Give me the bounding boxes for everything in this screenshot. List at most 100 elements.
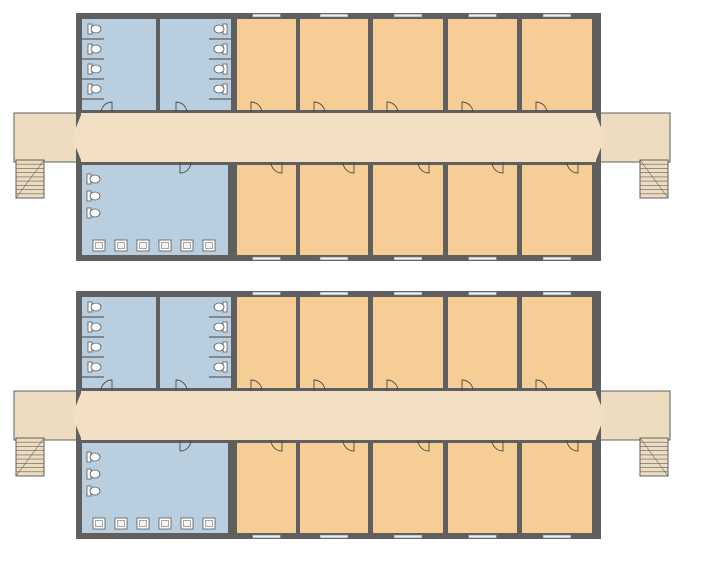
toilet-icon (87, 341, 102, 353)
sink-bowl (117, 242, 125, 249)
toilet-icon (87, 63, 102, 75)
window-icon (319, 13, 349, 18)
door-swing-icon (100, 101, 113, 114)
corridor-east-opening (596, 115, 605, 160)
toilet-bowl (90, 24, 102, 34)
door-leaf (175, 379, 188, 392)
stair-rail (639, 437, 669, 477)
window-icon (252, 13, 281, 18)
office-room-top (237, 19, 296, 110)
corridor-bend (224, 393, 232, 438)
door-swing-icon (250, 379, 263, 392)
sink-bowl (139, 242, 147, 249)
stairs-icon (639, 437, 669, 477)
door-leaf (313, 101, 326, 114)
office-room-bottom (522, 443, 592, 533)
sink-icon (114, 517, 128, 530)
door-leaf (342, 161, 355, 174)
corridor-west-opening (72, 115, 81, 160)
toilet-icon (87, 83, 102, 95)
door-leaf (535, 101, 548, 114)
toilet-bowl (213, 24, 225, 34)
door-swing-icon (461, 379, 474, 392)
door-leaf (250, 101, 263, 114)
window-icon (393, 256, 423, 261)
sink-icon (202, 517, 216, 530)
sink-icon (158, 239, 172, 252)
sink-bowl (183, 520, 191, 527)
sink-icon (180, 517, 194, 530)
window-icon (542, 256, 572, 261)
door-leaf (175, 101, 188, 114)
door-swing-icon (535, 379, 548, 392)
office-room-bottom (373, 443, 443, 533)
door-swing-icon (417, 439, 430, 452)
sink-icon (114, 239, 128, 252)
office-room-top (448, 297, 517, 388)
window-icon (468, 534, 497, 539)
door-leaf (461, 101, 474, 114)
sink-bowl (95, 242, 103, 249)
window-icon (542, 13, 572, 18)
sink-icon (202, 239, 216, 252)
stair-rail (15, 437, 45, 477)
sink-bowl (183, 242, 191, 249)
window-icon (252, 291, 281, 296)
door-swing-icon (250, 101, 263, 114)
toilet-icon (86, 207, 101, 219)
west-porch (13, 390, 79, 441)
door-leaf (270, 161, 283, 174)
office-room-top (237, 297, 296, 388)
window-icon (319, 291, 349, 296)
sink-bowl (161, 520, 169, 527)
window-icon (468, 291, 497, 296)
office-room-top (522, 19, 592, 110)
toilet-icon (213, 43, 228, 55)
office-room-bottom (373, 165, 443, 255)
door-swing-icon (386, 379, 399, 392)
door-swing-icon (313, 379, 326, 392)
door-swing-icon (491, 439, 504, 452)
door-leaf (566, 161, 579, 174)
toilet-icon (86, 468, 101, 480)
restroom-right (160, 19, 231, 110)
office-room-bottom (237, 443, 296, 533)
window-icon (393, 534, 423, 539)
door-swing-icon (491, 161, 504, 174)
toilet-icon (87, 301, 102, 313)
door-leaf (250, 379, 263, 392)
toilet-bowl (89, 208, 101, 218)
restroom-left (82, 297, 156, 388)
toilet-icon (213, 63, 228, 75)
door-swing-icon (417, 161, 430, 174)
office-room-bottom (522, 165, 592, 255)
office-room-top (373, 19, 443, 110)
toilet-bowl (89, 191, 101, 201)
toilet-bowl (213, 84, 225, 94)
toilet-icon (86, 485, 101, 497)
toilet-bowl (90, 44, 102, 54)
door-leaf (386, 101, 399, 114)
toilet-icon (86, 190, 101, 202)
toilet-bowl (213, 44, 225, 54)
toilet-bowl (90, 84, 102, 94)
window-icon (542, 291, 572, 296)
office-room-bottom (300, 165, 368, 255)
restroom-left (82, 19, 156, 110)
door-leaf (417, 439, 430, 452)
window-icon (468, 256, 497, 261)
toilet-bowl (213, 362, 225, 372)
office-room-bottom (448, 443, 517, 533)
door-swing-icon (461, 101, 474, 114)
door-leaf (179, 439, 192, 452)
toilet-icon (87, 43, 102, 55)
door-swing-icon (342, 161, 355, 174)
toilet-bowl (90, 362, 102, 372)
window-icon (542, 534, 572, 539)
sink-icon (136, 239, 150, 252)
sink-icon (92, 239, 106, 252)
window-icon (252, 534, 281, 539)
window-icon (252, 256, 281, 261)
